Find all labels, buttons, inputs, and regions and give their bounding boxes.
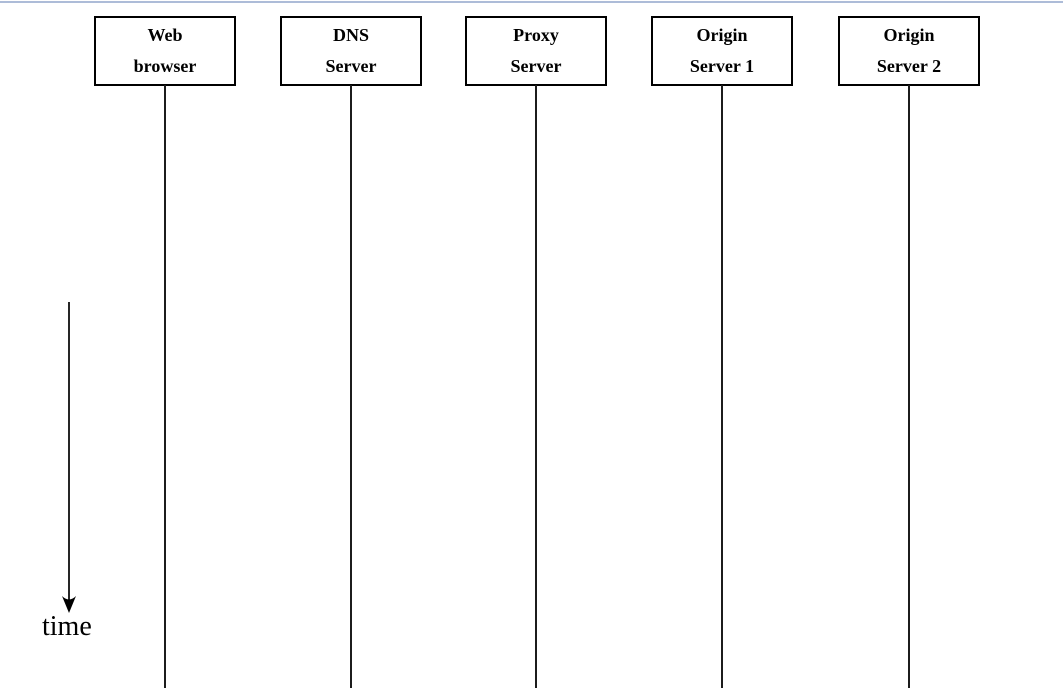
actor-box-origin-server-2: Origin Server 2 bbox=[838, 16, 980, 86]
actor-box-origin-server-1: Origin Server 1 bbox=[651, 16, 793, 86]
time-axis-label: time bbox=[42, 611, 92, 642]
actor-box-dns-server: DNS Server bbox=[280, 16, 422, 86]
actor-label-line: Server 1 bbox=[689, 56, 755, 76]
lifeline-origin-server-2 bbox=[908, 85, 910, 688]
actor-label-line: Server 2 bbox=[876, 56, 942, 76]
down-arrow-icon bbox=[62, 302, 76, 613]
actor-label-line: Server bbox=[510, 56, 562, 76]
actor-label-line: Origin bbox=[696, 25, 748, 45]
lifeline-proxy-server bbox=[535, 85, 537, 688]
actor-label-line: Proxy bbox=[513, 25, 559, 45]
top-window-border bbox=[0, 1, 1063, 3]
actor-label-line: Server bbox=[325, 56, 377, 76]
lifeline-web-browser bbox=[164, 85, 166, 688]
lifeline-origin-server-1 bbox=[721, 85, 723, 688]
actor-box-web-browser: Web browser bbox=[94, 16, 236, 86]
actor-label-line: browser bbox=[133, 56, 197, 76]
actor-label-line: Origin bbox=[883, 25, 935, 45]
actor-label-line: DNS bbox=[332, 25, 369, 45]
lifeline-dns-server bbox=[350, 85, 352, 688]
actor-box-proxy-server: Proxy Server bbox=[465, 16, 607, 86]
actor-label-line: Web bbox=[147, 25, 183, 45]
